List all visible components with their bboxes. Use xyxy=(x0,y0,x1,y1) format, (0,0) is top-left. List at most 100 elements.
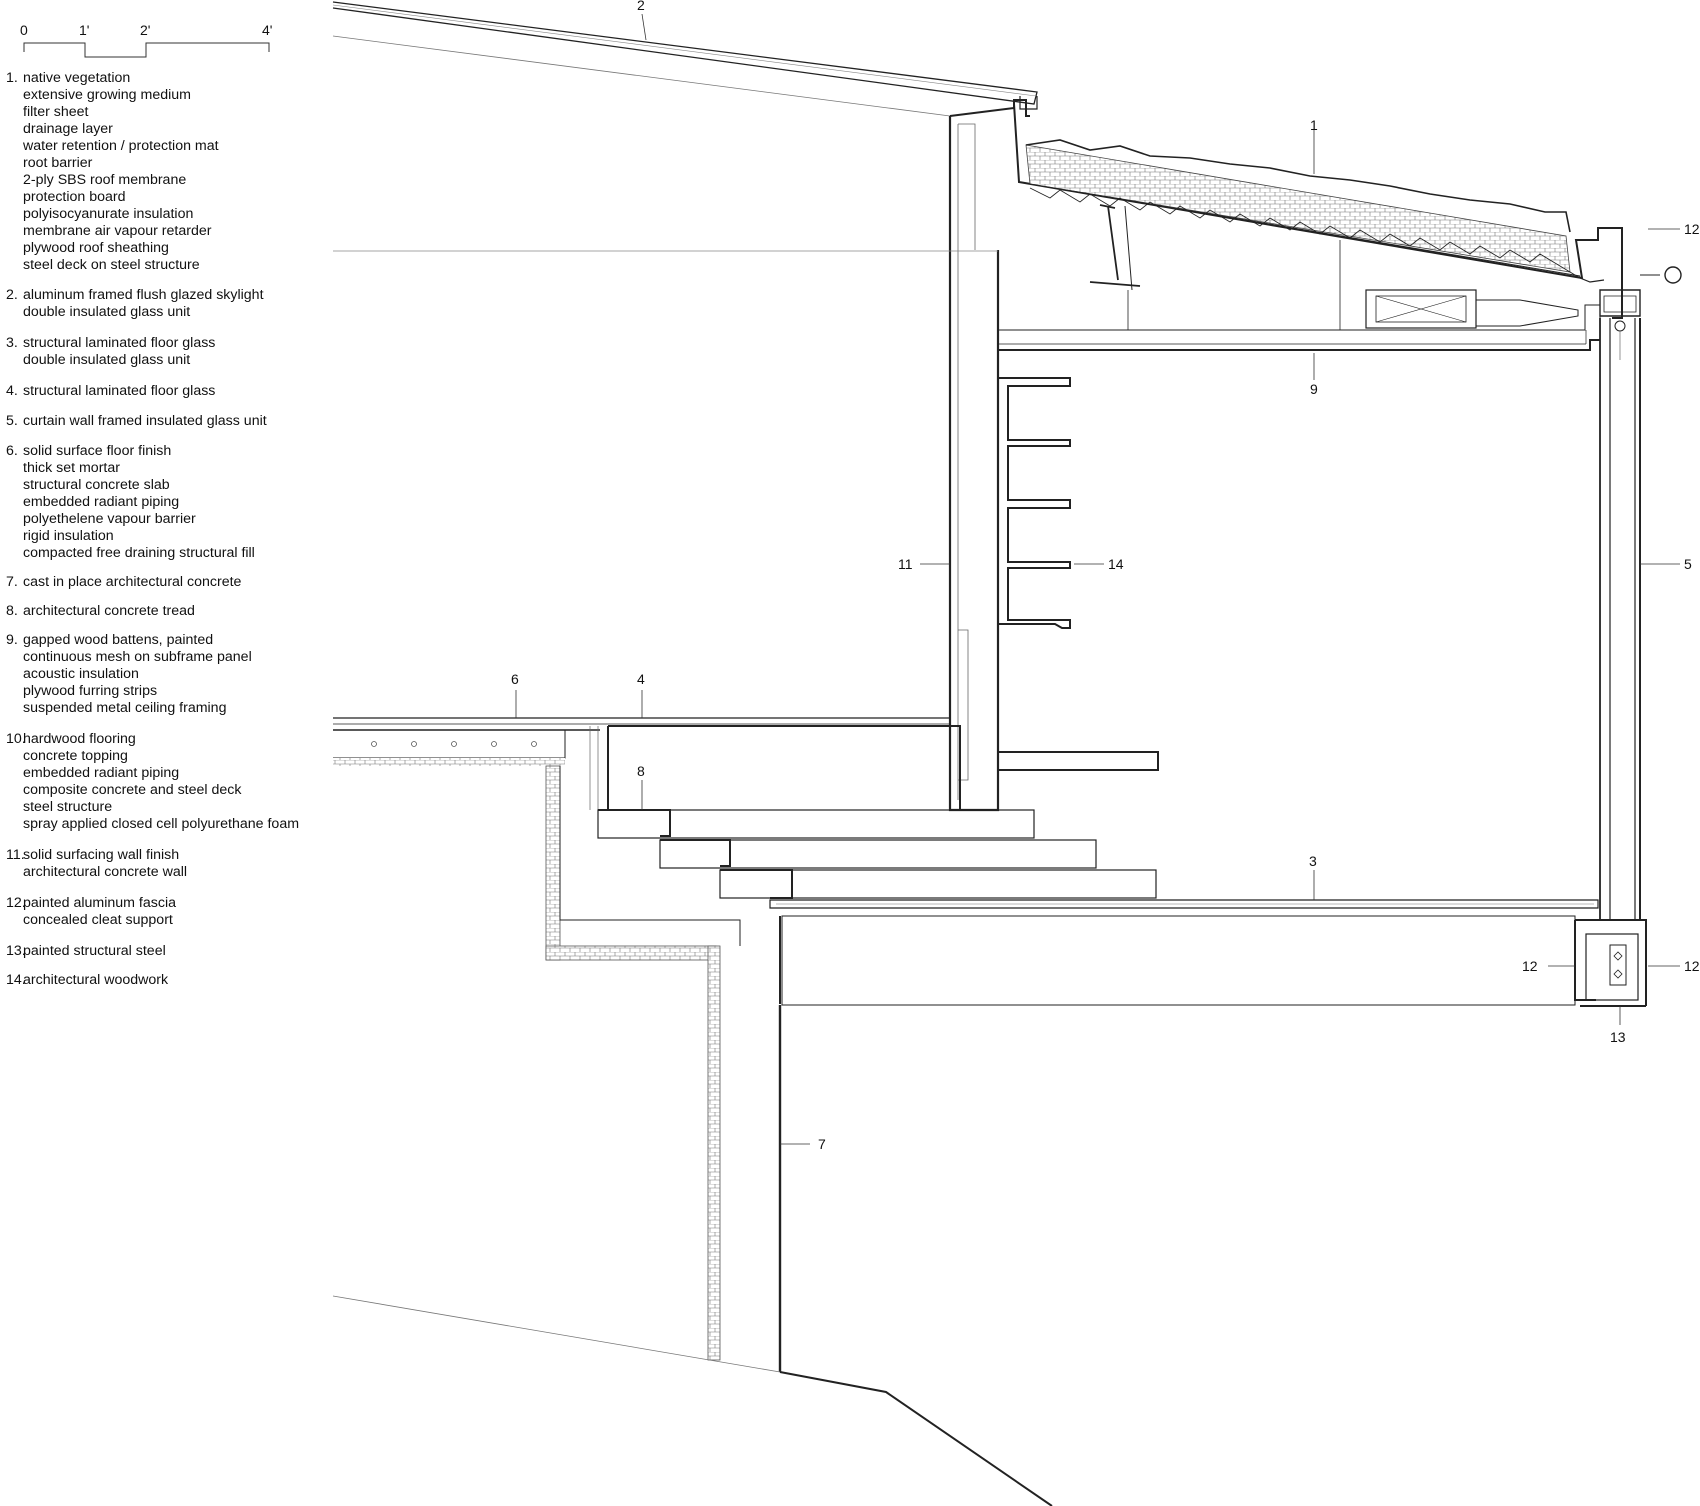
legend-item-4: 4. structural laminated floor glass xyxy=(6,383,326,400)
scale-tick: 2' xyxy=(140,22,151,38)
callout-12-right: 12 xyxy=(1684,958,1700,974)
legend-line: gapped wood battens, painted xyxy=(23,632,214,648)
legend-item-12: 12. painted aluminum fascia concealed cl… xyxy=(6,895,326,929)
legend-line: architectural concrete wall xyxy=(23,864,188,880)
legend-line: root barrier xyxy=(23,155,93,171)
legend-number: 13. xyxy=(6,943,26,959)
legend-number: 10. xyxy=(6,731,26,747)
legend-item-1: 1. native vegetation extensive growing m… xyxy=(6,70,326,274)
scale-tick: 0 xyxy=(20,22,28,38)
green-roof xyxy=(1013,103,1623,319)
legend-line: hardwood flooring xyxy=(23,731,136,747)
legend-line: aluminum framed flush glazed skylight xyxy=(23,287,264,303)
legend-line: 2-ply SBS roof membrane xyxy=(23,172,187,188)
legend-line: protection board xyxy=(23,189,126,205)
scale-bar-graphic xyxy=(23,42,270,58)
legend-number: 4. xyxy=(6,383,18,399)
legend-line: double insulated glass unit xyxy=(23,352,191,368)
legend-line: native vegetation xyxy=(23,70,131,86)
ceiling xyxy=(997,304,1601,351)
stair-treads xyxy=(597,809,1157,899)
legend-line: spray applied closed cell polyurethane f… xyxy=(23,816,300,832)
legend-number: 12. xyxy=(6,895,26,911)
legend-line: embedded radiant piping xyxy=(23,494,180,510)
legend-line: concealed cleat support xyxy=(23,912,173,928)
legend-line: membrane air vapour retarder xyxy=(23,223,212,239)
legend-line: double insulated glass unit xyxy=(23,304,191,320)
legend-item-8: 8. architectural concrete tread xyxy=(6,603,326,620)
legend-line: composite concrete and steel deck xyxy=(23,782,242,798)
legend-line: structural concrete slab xyxy=(23,477,170,493)
legend-line: rigid insulation xyxy=(23,528,114,544)
legend-number: 6. xyxy=(6,443,18,459)
legend-number: 5. xyxy=(6,413,18,429)
callout-1: 1 xyxy=(1310,117,1318,133)
callout-7: 7 xyxy=(818,1136,826,1152)
foundation xyxy=(332,765,1053,1506)
leader-lines xyxy=(515,13,1680,1145)
legend-line: cast in place architectural concrete xyxy=(23,574,242,590)
legend-line: filter sheet xyxy=(23,104,89,120)
legend-line: curtain wall framed insulated glass unit xyxy=(23,413,267,429)
legend-item-9: 9. gapped wood battens, painted continuo… xyxy=(6,632,326,717)
legend-line: compacted free draining structural fill xyxy=(23,545,255,561)
legend-number: 11. xyxy=(6,847,25,863)
legend-line: plywood roof sheathing xyxy=(23,240,169,256)
callout-12-left: 12 xyxy=(1522,958,1538,974)
base-steel-beam xyxy=(1574,919,1647,1007)
legend: 1. native vegetation extensive growing m… xyxy=(6,70,326,989)
legend-line: plywood furring strips xyxy=(23,683,158,699)
callout-12-top: 12 xyxy=(1684,221,1700,237)
legend-line: embedded radiant piping xyxy=(23,765,180,781)
legend-line: concrete topping xyxy=(23,748,128,764)
legend-item-11: 11. solid surfacing wall finish architec… xyxy=(6,847,326,881)
legend-line: architectural concrete tread xyxy=(23,603,195,619)
legend-line: solid surfacing wall finish xyxy=(23,847,180,863)
legend-item-6: 6. solid surface floor finish thick set … xyxy=(6,443,326,562)
callout-2: 2 xyxy=(637,0,645,13)
legend-line: architectural woodwork xyxy=(23,972,169,988)
legend-item-5: 5. curtain wall framed insulated glass u… xyxy=(6,413,326,430)
legend-line: polyethelene vapour barrier xyxy=(23,511,196,527)
woodwork-shelves xyxy=(998,377,1159,771)
legend-line: structural laminated floor glass xyxy=(23,335,216,351)
legend-number: 1. xyxy=(6,70,18,86)
concrete-wall xyxy=(333,99,1030,812)
callouts: 2 1 12 9 11 14 5 6 4 8 3 12 12 13 7 xyxy=(511,0,1700,1152)
curtain-wall xyxy=(1599,318,1641,920)
legend-line: structural laminated floor glass xyxy=(23,383,216,399)
legend-line: painted structural steel xyxy=(23,943,166,959)
callout-8: 8 xyxy=(637,763,645,779)
legend-line: drainage layer xyxy=(23,121,113,137)
legend-number: 7. xyxy=(6,574,18,590)
legend-item-7: 7. cast in place architectural concrete xyxy=(6,574,326,591)
callout-13: 13 xyxy=(1610,1029,1626,1045)
legend-line: painted aluminum fascia xyxy=(23,895,176,911)
legend-line: thick set mortar xyxy=(23,460,120,476)
legend-item-14: 14. architectural woodwork xyxy=(6,972,326,989)
legend-number: 14. xyxy=(6,972,26,988)
legend-line: suspended metal ceiling framing xyxy=(23,700,227,716)
legend-number: 2. xyxy=(6,287,18,303)
callout-6: 6 xyxy=(511,671,519,687)
legend-number: 9. xyxy=(6,632,18,648)
lower-glass-floor xyxy=(769,899,1599,1006)
scale-tick: 4' xyxy=(262,22,273,38)
callout-9: 9 xyxy=(1310,381,1318,397)
scale-bar: 0 1' 2' 4' xyxy=(0,0,300,70)
legend-line: polyisocyanurate insulation xyxy=(23,206,194,222)
legend-number: 3. xyxy=(6,335,18,351)
legend-item-10: 10. hardwood flooring concrete topping e… xyxy=(6,731,326,833)
legend-line: extensive growing medium xyxy=(23,87,191,103)
skylight xyxy=(332,1,1038,117)
legend-line: solid surface floor finish xyxy=(23,443,172,459)
mechanical-duct xyxy=(1365,266,1682,329)
callout-3: 3 xyxy=(1309,853,1317,869)
upper-floor xyxy=(333,717,961,811)
legend-item-2: 2. aluminum framed flush glazed skylight… xyxy=(6,287,326,321)
legend-line: continuous mesh on subframe panel xyxy=(23,649,252,665)
legend-item-3: 3. structural laminated floor glass doub… xyxy=(6,335,326,369)
scale-tick: 1' xyxy=(79,22,90,38)
callout-14: 14 xyxy=(1108,556,1124,572)
